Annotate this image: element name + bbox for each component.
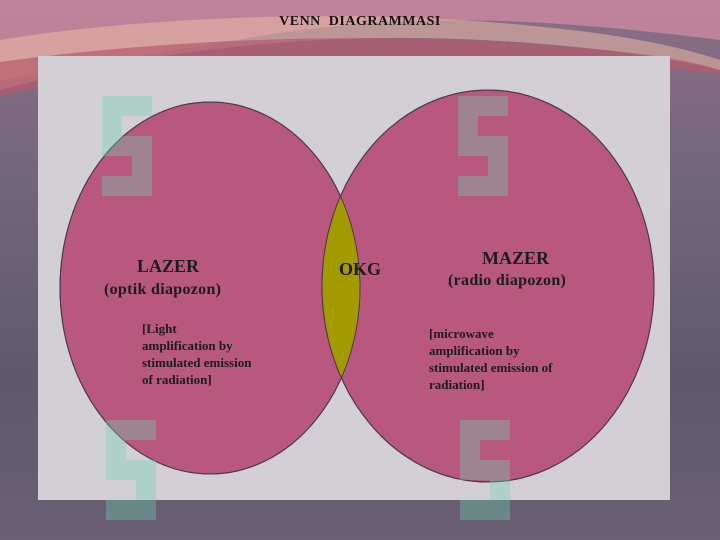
slide-title: VENN DIAGRAMMASI [279, 14, 441, 29]
decorative-wave [0, 0, 720, 96]
left-set-range: (optik diapozon) [104, 281, 222, 298]
soft-logo-icon [102, 96, 152, 196]
right-set-name: MAZER [482, 248, 549, 268]
soft-logo-icon [106, 420, 156, 520]
soft-logo-icon [458, 96, 508, 196]
right-set-description: [microwave amplification by stimulated e… [429, 326, 553, 392]
left-set-description: [Light amplification by stimulated emiss… [142, 321, 252, 387]
left-set-name: LAZER [137, 256, 200, 276]
soft-logo-icon [460, 420, 510, 520]
intersection-label: OKG [339, 259, 382, 279]
right-set-range: (radio diapozon) [448, 272, 567, 289]
